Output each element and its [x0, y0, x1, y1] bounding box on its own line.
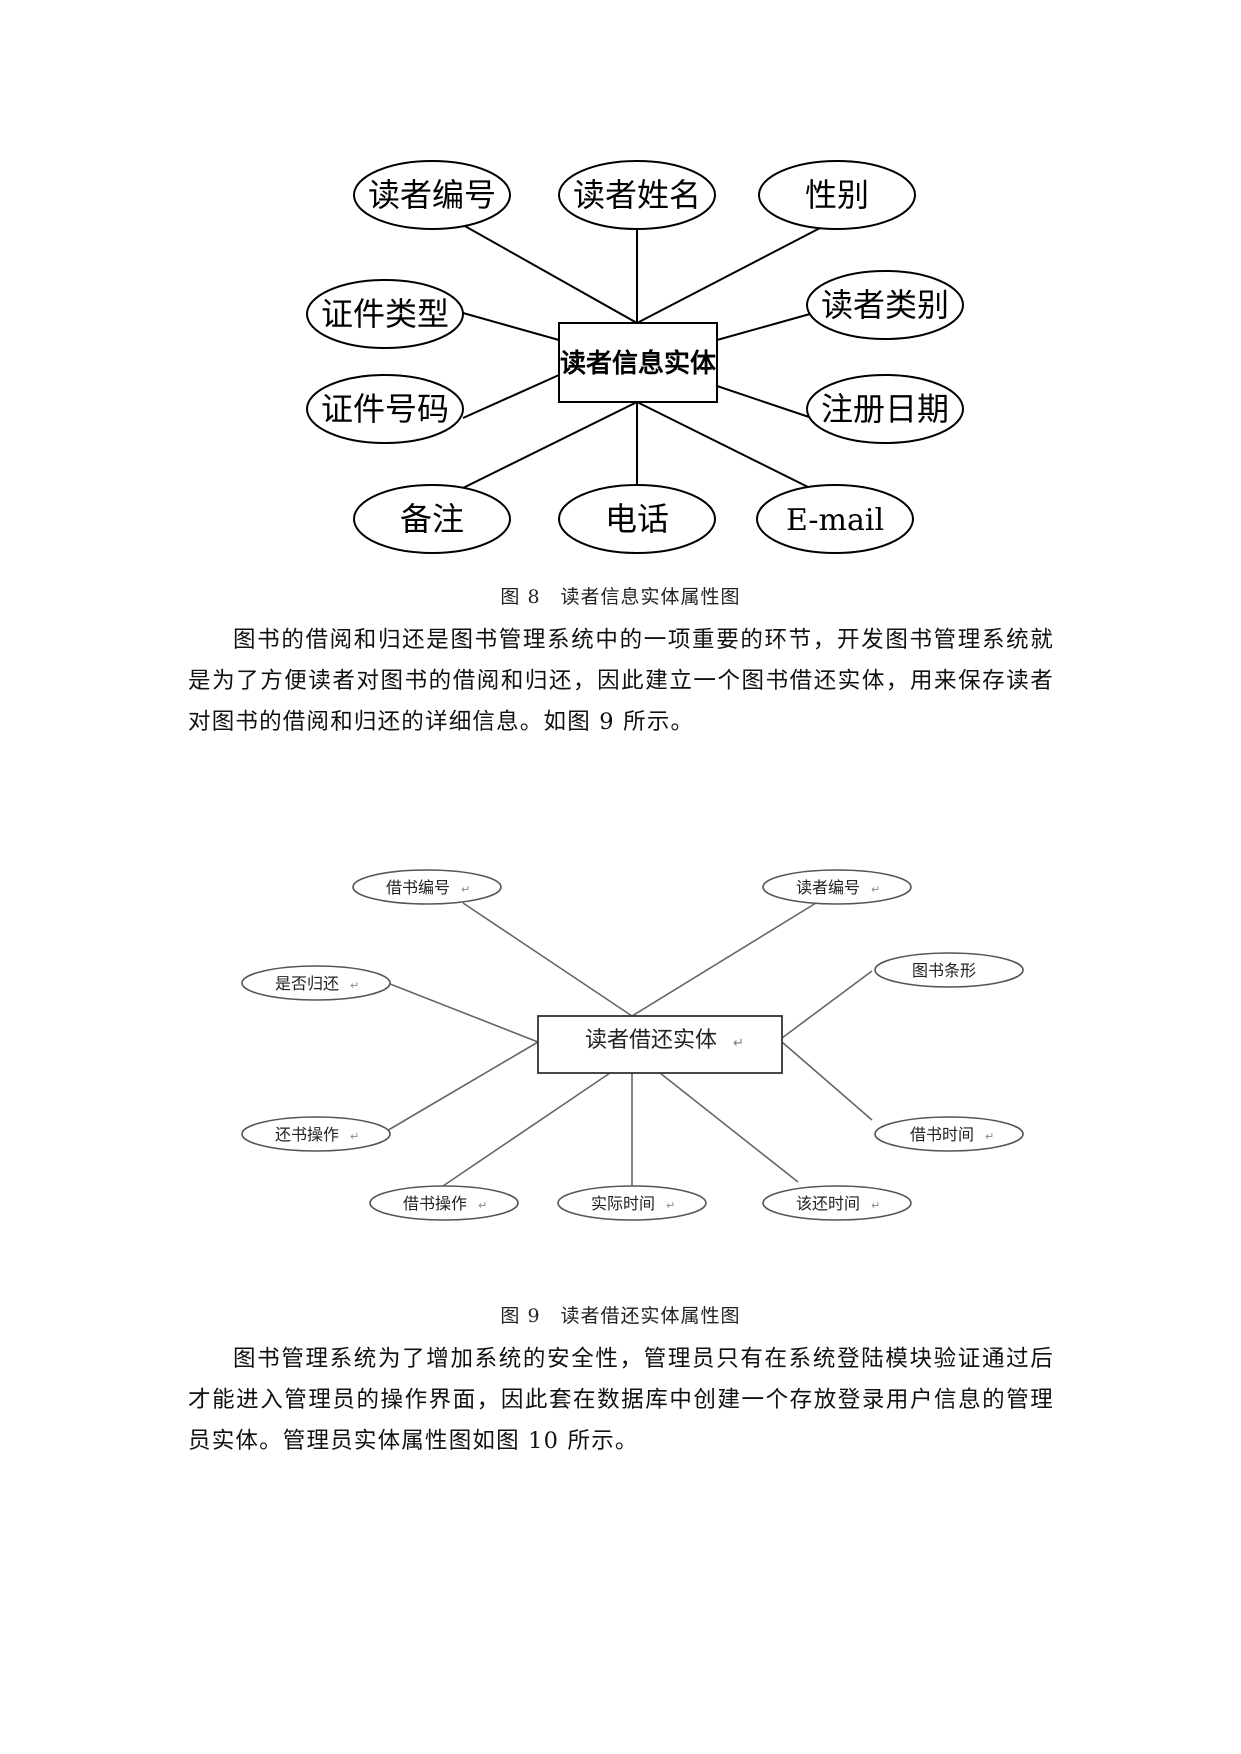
attr-id-number: 证件号码 [321, 390, 449, 428]
figure-9-entity: 读者借还实体 ↵ [537, 1015, 783, 1074]
attr-reader-id: 读者编号 [796, 878, 860, 897]
paragraph-mark-icon: ↵ [478, 1199, 487, 1212]
figure-8-entity: 读者信息实体 [558, 322, 718, 403]
paragraph-mark-icon: ↵ [733, 1036, 744, 1051]
figure-8-er-diagram: 读者信息实体 读者编号 读者姓名 性别 证件类型 读者类别 证件号码 注册日期 … [306, 160, 964, 554]
attr-book-barcode: 图书条形 [912, 961, 976, 980]
paragraph-mark-icon: ↵ [985, 1130, 994, 1143]
entity-label: 读者借还实体 [585, 1028, 717, 1053]
attr-reader-id: 读者编号 [368, 176, 496, 214]
attr-register-date: 注册日期 [821, 390, 949, 428]
attr-borrow-id: 借书编号 [386, 878, 450, 897]
attr-borrow-operator: 借书操作 [403, 1194, 467, 1213]
attr-reader-name: 读者姓名 [573, 176, 701, 214]
attr-reader-category: 读者类别 [821, 286, 949, 324]
figure-9-attribute-ellipses [241, 869, 1024, 1221]
figure-9-er-diagram: 读者借还实体 ↵ 借书编号 读者编号 是否归还 图书条形 还书操作 借书时间 借… [241, 869, 1024, 1221]
attr-email: E-mail [786, 503, 884, 538]
paragraph-1: 图书的借阅和归还是图书管理系统中的一项重要的环节，开发图书管理系统就是为了方便读… [188, 620, 1054, 743]
attr-remark: 备注 [400, 500, 464, 538]
attr-due-time: 该还时间 [796, 1194, 860, 1213]
paragraph-mark-icon: ↵ [350, 979, 359, 992]
paragraph-mark-icon: ↵ [350, 1130, 359, 1143]
entity-label: 读者信息实体 [560, 348, 717, 379]
attr-actual-time: 实际时间 [591, 1194, 655, 1213]
attr-is-returned: 是否归还 [275, 974, 339, 993]
attr-borrow-time: 借书时间 [910, 1125, 974, 1144]
figure-8-attribute-ellipses [306, 160, 964, 554]
paragraph-2-text: 图书管理系统为了增加系统的安全性，管理员只有在系统登陆模块验证通过后才能进入管理… [188, 1346, 1054, 1454]
figure-9-caption: 图 9 读者借还实体属性图 [500, 1305, 741, 1327]
paragraph-mark-icon: ↵ [461, 883, 470, 896]
attr-id-type: 证件类型 [321, 295, 449, 333]
attr-phone: 电话 [605, 500, 669, 538]
figure-9-connectors [384, 902, 873, 1189]
paragraph-1-text: 图书的借阅和归还是图书管理系统中的一项重要的环节，开发图书管理系统就是为了方便读… [188, 627, 1054, 735]
paragraph-mark-icon: ↵ [666, 1199, 675, 1212]
attr-gender: 性别 [805, 176, 869, 214]
paragraph-2: 图书管理系统为了增加系统的安全性，管理员只有在系统登陆模块验证通过后才能进入管理… [188, 1339, 1054, 1462]
paragraph-mark-icon: ↵ [871, 883, 880, 896]
figure-8-caption: 图 8 读者信息实体属性图 [500, 586, 741, 608]
paragraph-mark-icon: ↵ [871, 1199, 880, 1212]
attr-return-operator: 还书操作 [275, 1125, 339, 1144]
figure-8-connectors [462, 224, 823, 490]
